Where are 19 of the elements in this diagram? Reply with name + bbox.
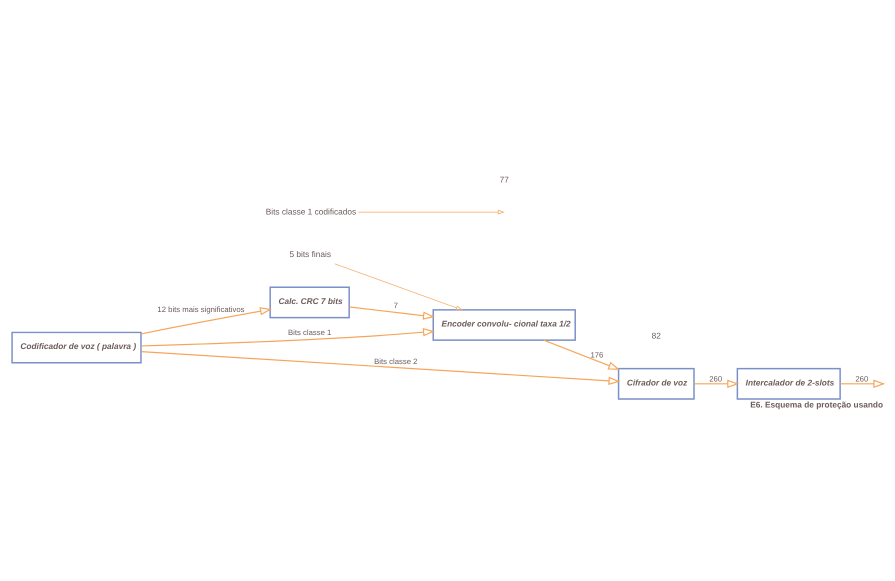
node-text: Bits classe 1 codificados (265, 206, 356, 216)
arrow (348, 306, 434, 320)
arrow (694, 379, 739, 388)
label: 77 (499, 174, 508, 184)
label: 82 (651, 330, 660, 340)
arrow (140, 306, 272, 334)
arrow (140, 350, 620, 384)
node-box: Calc. CRC 7 bits (268, 286, 350, 318)
arrow (358, 209, 504, 214)
node-box: Codificador de voz ( palavra ) (10, 331, 142, 363)
node-box: Intercalador de 2-slots (736, 367, 840, 400)
node-box: Encoder convolu- cional taxa 1/2 (432, 308, 576, 340)
arrow (840, 379, 885, 388)
node-box: Cifrador de voz (617, 367, 694, 400)
caption: E6. Esquema de proteção usando (750, 398, 883, 409)
node-text: 5 bits finais (288, 248, 330, 259)
arrow (543, 339, 620, 370)
arrow (140, 328, 434, 346)
arrow (334, 262, 462, 310)
